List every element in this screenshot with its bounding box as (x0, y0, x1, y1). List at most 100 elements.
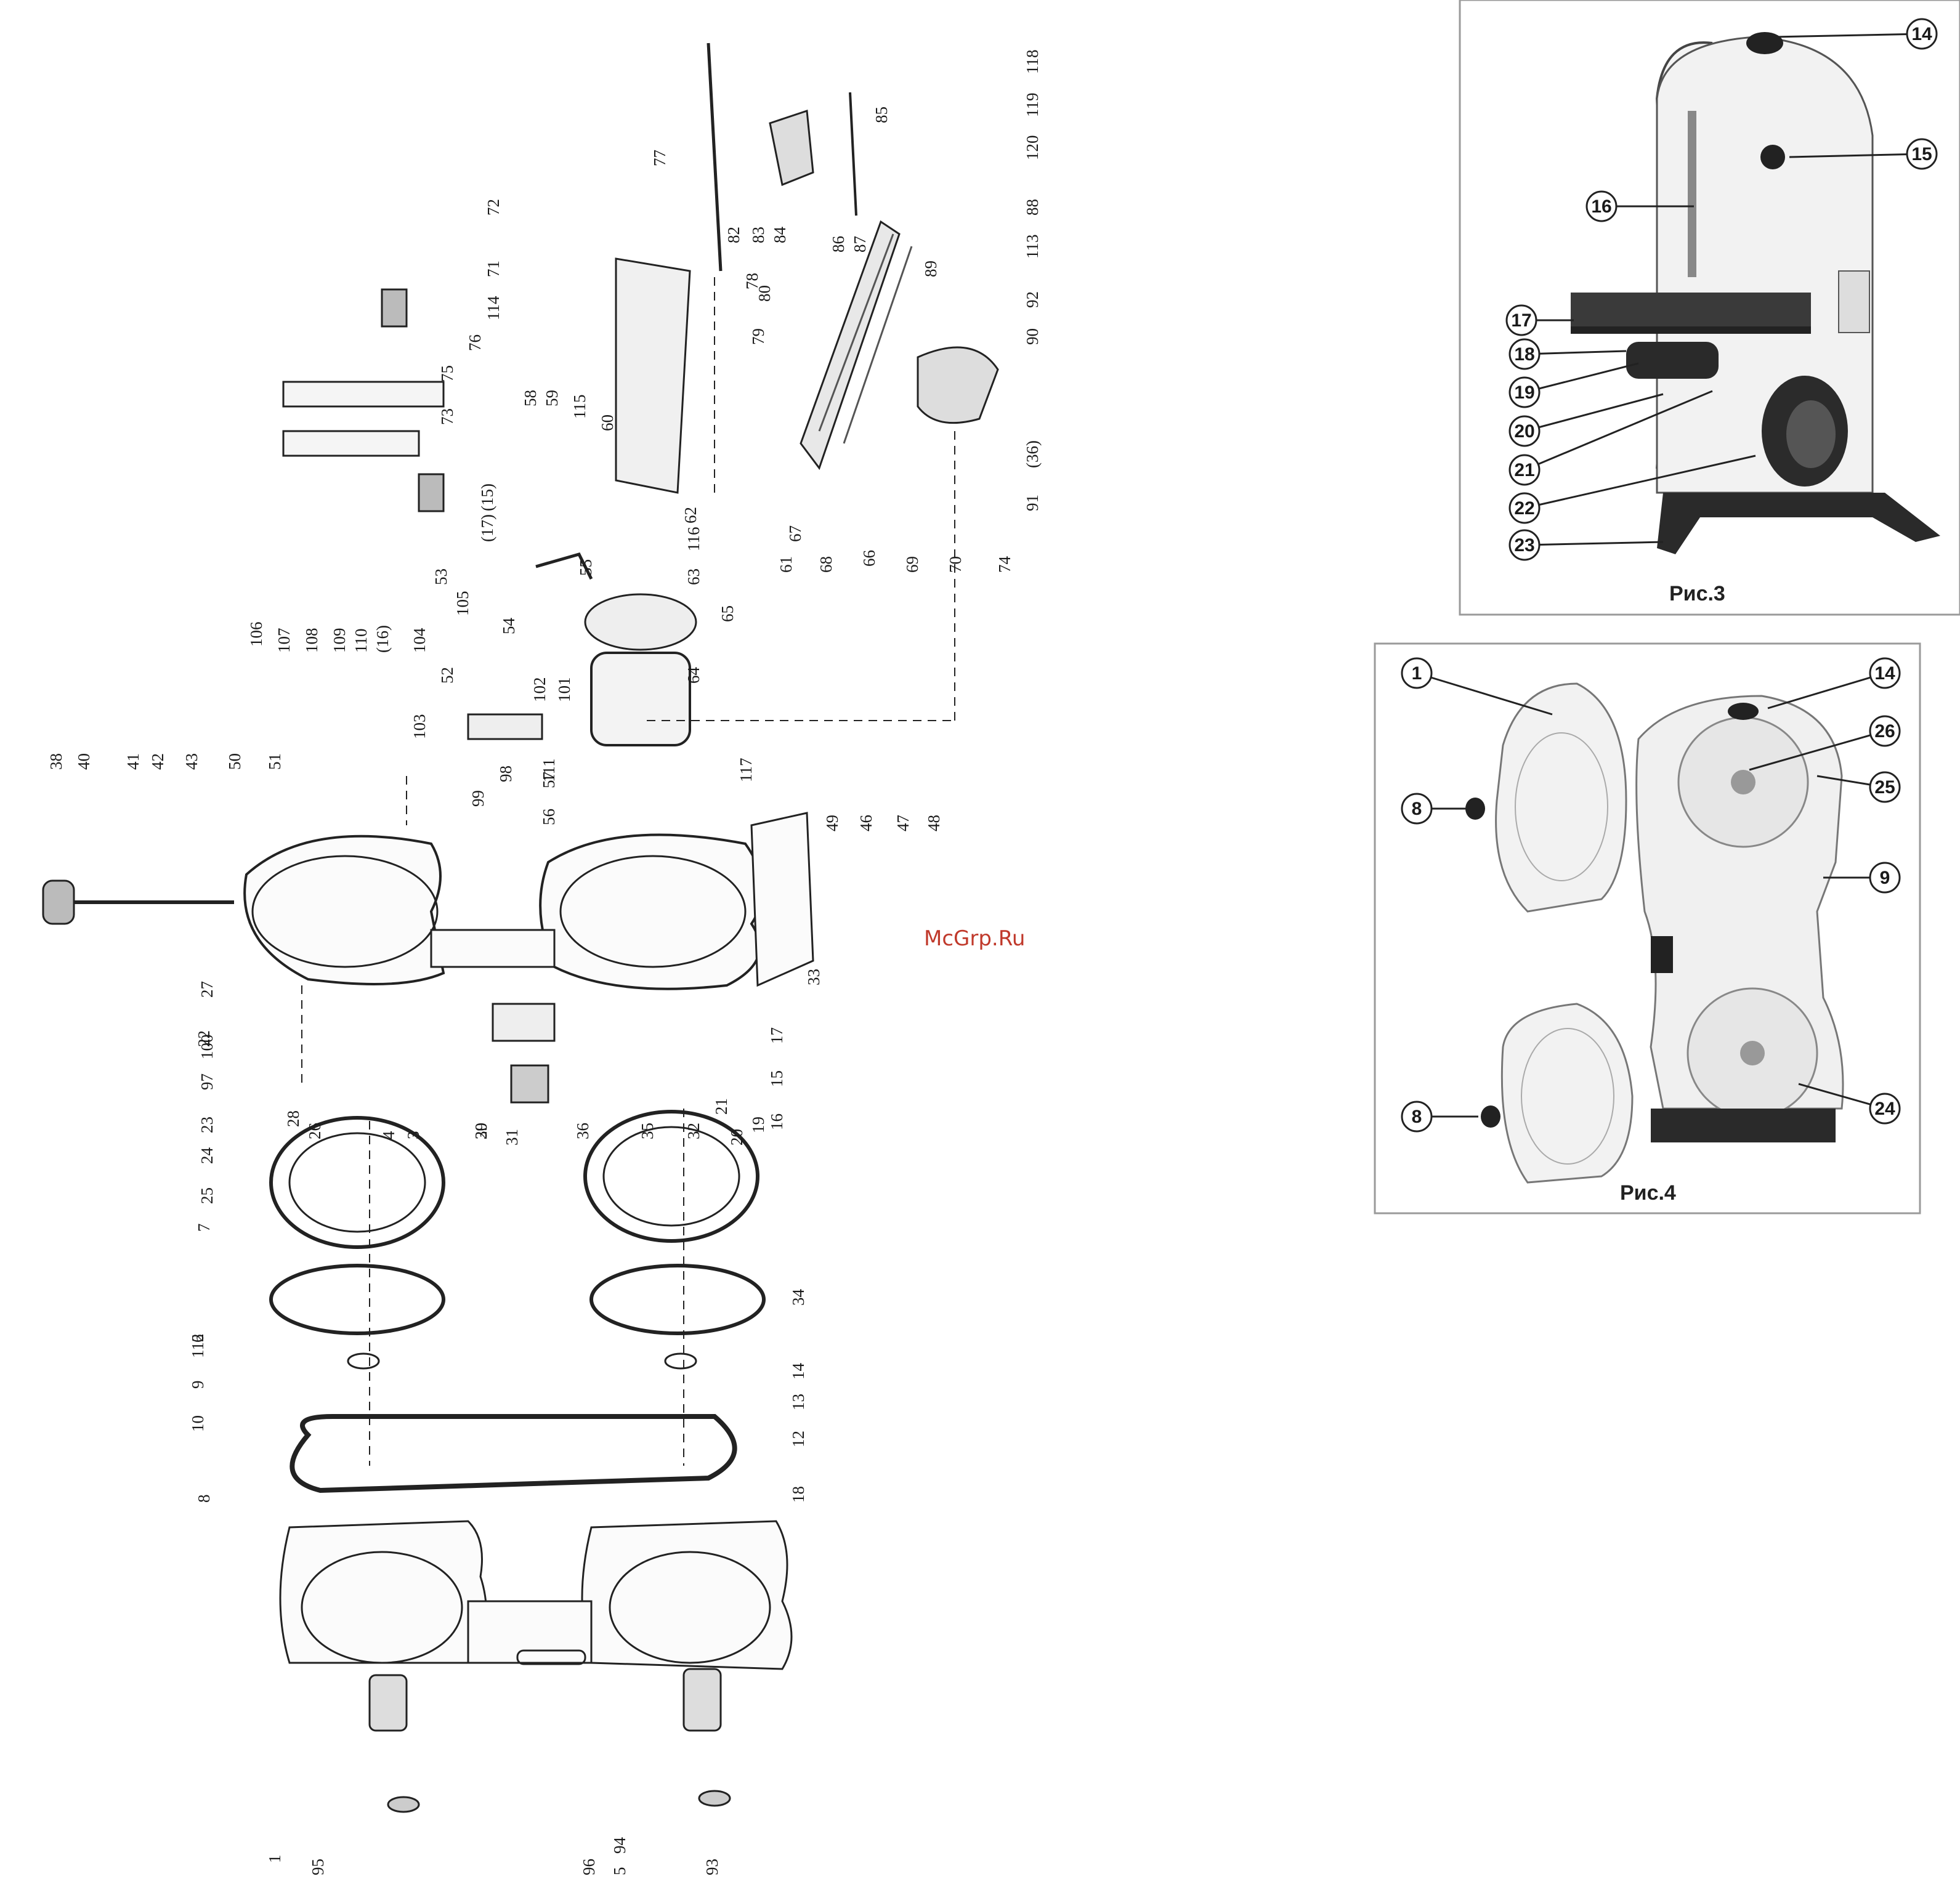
callout-number: 6 (188, 1335, 207, 1343)
wheel-cover-circle (301, 1551, 463, 1664)
callout-number: 24 (1874, 1099, 1895, 1119)
callout-number: 9 (188, 1381, 207, 1389)
callout-number: 87 (851, 236, 869, 253)
door-knob (1481, 1105, 1500, 1128)
base-slot (516, 1649, 586, 1665)
table-edge (1571, 326, 1811, 334)
wheel-cover-circle (609, 1551, 771, 1664)
callout-number: 104 (410, 628, 429, 653)
callout-number: 25 (1874, 777, 1895, 798)
callout-number: 99 (469, 790, 487, 807)
wheel-right (583, 1110, 759, 1243)
lower-guide (492, 1003, 556, 1042)
callout-number: 29 (472, 1123, 490, 1139)
callout-number: (36) (1023, 440, 1042, 468)
callout-number: 56 (540, 809, 558, 825)
callout-number: 48 (925, 815, 943, 831)
switch (1651, 936, 1673, 973)
callout-circle (1585, 190, 1618, 222)
exploded-callouts: 1345678910121314151617181920212223242526… (47, 50, 1042, 1876)
frame-right-wheel-cavity (559, 855, 747, 968)
callout-leader (1524, 541, 1664, 546)
callout-number: 51 (265, 753, 284, 770)
callout-number: 15 (767, 1070, 786, 1087)
callout-leader (1416, 672, 1553, 716)
tracking-knob (1760, 145, 1785, 169)
callout-circle (1508, 338, 1541, 370)
blade-guide-post (1688, 111, 1696, 277)
callout-number: 17 (767, 1027, 786, 1044)
callout-number: 117 (737, 758, 755, 783)
callout-number: 80 (755, 285, 774, 302)
callout-circle (1906, 18, 1938, 50)
callout-number: 52 (438, 667, 456, 684)
cabinet-base-bridge (467, 1600, 593, 1664)
callout-leader (1524, 350, 1627, 355)
callout-circle (1869, 862, 1901, 894)
frame-spine (430, 929, 556, 968)
callout-number: 1 (265, 1855, 284, 1864)
callout-number: 18 (1514, 344, 1534, 365)
callout-number: 42 (148, 753, 167, 770)
callout-number: 22 (195, 1030, 213, 1047)
callout-number: 85 (872, 107, 891, 123)
blade-guard-post (282, 430, 420, 457)
callout-number: 14 (1911, 24, 1932, 44)
callout-number: 68 (817, 556, 835, 573)
callout-number: 34 (789, 1289, 808, 1306)
callout-number: 106 (247, 622, 265, 647)
pulley-ring (664, 1352, 697, 1370)
callout-leader (1524, 362, 1639, 394)
callout-number: 25 (198, 1187, 216, 1204)
frame-right-housing (539, 833, 764, 990)
callout-number: 60 (598, 414, 617, 431)
callout-number: 84 (771, 227, 789, 244)
callout-number: 55 (577, 559, 595, 576)
callout-number: 19 (1514, 382, 1534, 403)
callout-number: 77 (650, 150, 669, 166)
callout-number: 70 (946, 556, 965, 573)
figure3-panel (1459, 0, 1960, 616)
foot-column (368, 1674, 408, 1732)
guide-block (381, 288, 408, 328)
callout-number: 21 (712, 1098, 731, 1115)
callout-leader (1789, 153, 1922, 158)
callout-number: 111 (540, 759, 558, 783)
callout-number: 22 (1514, 498, 1534, 519)
callout-circle (1869, 771, 1901, 803)
callout-number: 116 (684, 527, 703, 552)
callout-leader (1524, 393, 1664, 432)
guide-bracket (769, 109, 814, 187)
callout-number: 101 (555, 677, 573, 703)
table (1571, 293, 1811, 326)
callout-number: 26 (1874, 721, 1895, 741)
callout-number: 18 (789, 1486, 808, 1503)
callout-number: 58 (521, 390, 540, 406)
base-plate (1651, 1109, 1836, 1142)
callout-number: 115 (570, 395, 589, 419)
callout-circle (1401, 657, 1433, 689)
frame-left-wheel-cavity (251, 855, 439, 968)
callout-leader (1749, 730, 1885, 771)
callout-number: 78 (743, 273, 761, 289)
callout-number: 19 (749, 1117, 767, 1133)
switch-box (467, 713, 543, 740)
callout-number: 41 (124, 753, 142, 770)
callout-number: 36 (573, 1123, 592, 1139)
figure3-caption: Рис.3 (1669, 582, 1725, 605)
callout-circle (1505, 304, 1537, 336)
callout-number: 113 (1023, 235, 1042, 259)
top-knob (1728, 703, 1759, 720)
upper-door (1495, 682, 1627, 913)
callout-circle (1508, 454, 1541, 486)
callout-number: 83 (749, 227, 767, 243)
tension-knob (42, 879, 75, 925)
drive-belt (290, 1414, 737, 1493)
callout-number: 90 (1023, 328, 1042, 345)
callout-number: 54 (500, 618, 518, 635)
callout-number: 30 (472, 1123, 490, 1139)
trunnion-quadrant (917, 346, 999, 424)
callout-number: 105 (453, 591, 472, 616)
callout-number: 61 (777, 556, 795, 573)
